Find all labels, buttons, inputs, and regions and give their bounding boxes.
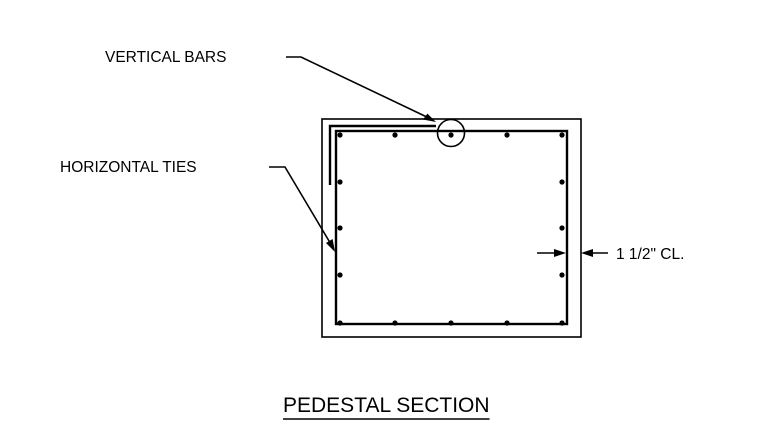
vertical-bar: [337, 179, 343, 185]
vertical-bar: [559, 272, 565, 278]
vertical-bar: [559, 225, 565, 231]
vertical-bar: [559, 132, 565, 138]
vertical-bar: [337, 132, 343, 138]
vertical-bar: [337, 225, 343, 231]
vertical-bar: [392, 320, 398, 326]
vertical-bar: [448, 132, 454, 138]
vertical-bars: [337, 132, 565, 326]
tie-hook: [328, 124, 436, 185]
pedestal-outline: [321, 118, 582, 338]
horizontal-tie: [334, 129, 569, 326]
vertical-bar: [337, 320, 343, 326]
cover-dimension-right-arrowhead: [581, 249, 593, 257]
vertical-bar: [559, 320, 565, 326]
highlight-circle: [436, 118, 466, 148]
vertical-bar: [559, 179, 565, 185]
vertical-bar: [448, 320, 454, 326]
vertical-bars-label: VERTICAL BARS: [105, 49, 226, 66]
vertical-bar: [504, 132, 510, 138]
vertical-bars-leader: [286, 56, 432, 120]
cover-label: 1 1/2" CL.: [616, 246, 684, 263]
vertical-bar: [504, 320, 510, 326]
section-title: PEDESTAL SECTION: [283, 394, 490, 417]
vertical-bar: [337, 272, 343, 278]
horizontal-ties-arrowhead: [326, 239, 335, 252]
cover-dimension-left-arrowhead: [554, 249, 566, 257]
vertical-bars-arrowhead: [423, 113, 436, 122]
horizontal-ties-leader: [269, 166, 333, 247]
vertical-bar: [392, 132, 398, 138]
horizontal-ties-label: HORIZONTAL TIES: [60, 159, 197, 176]
